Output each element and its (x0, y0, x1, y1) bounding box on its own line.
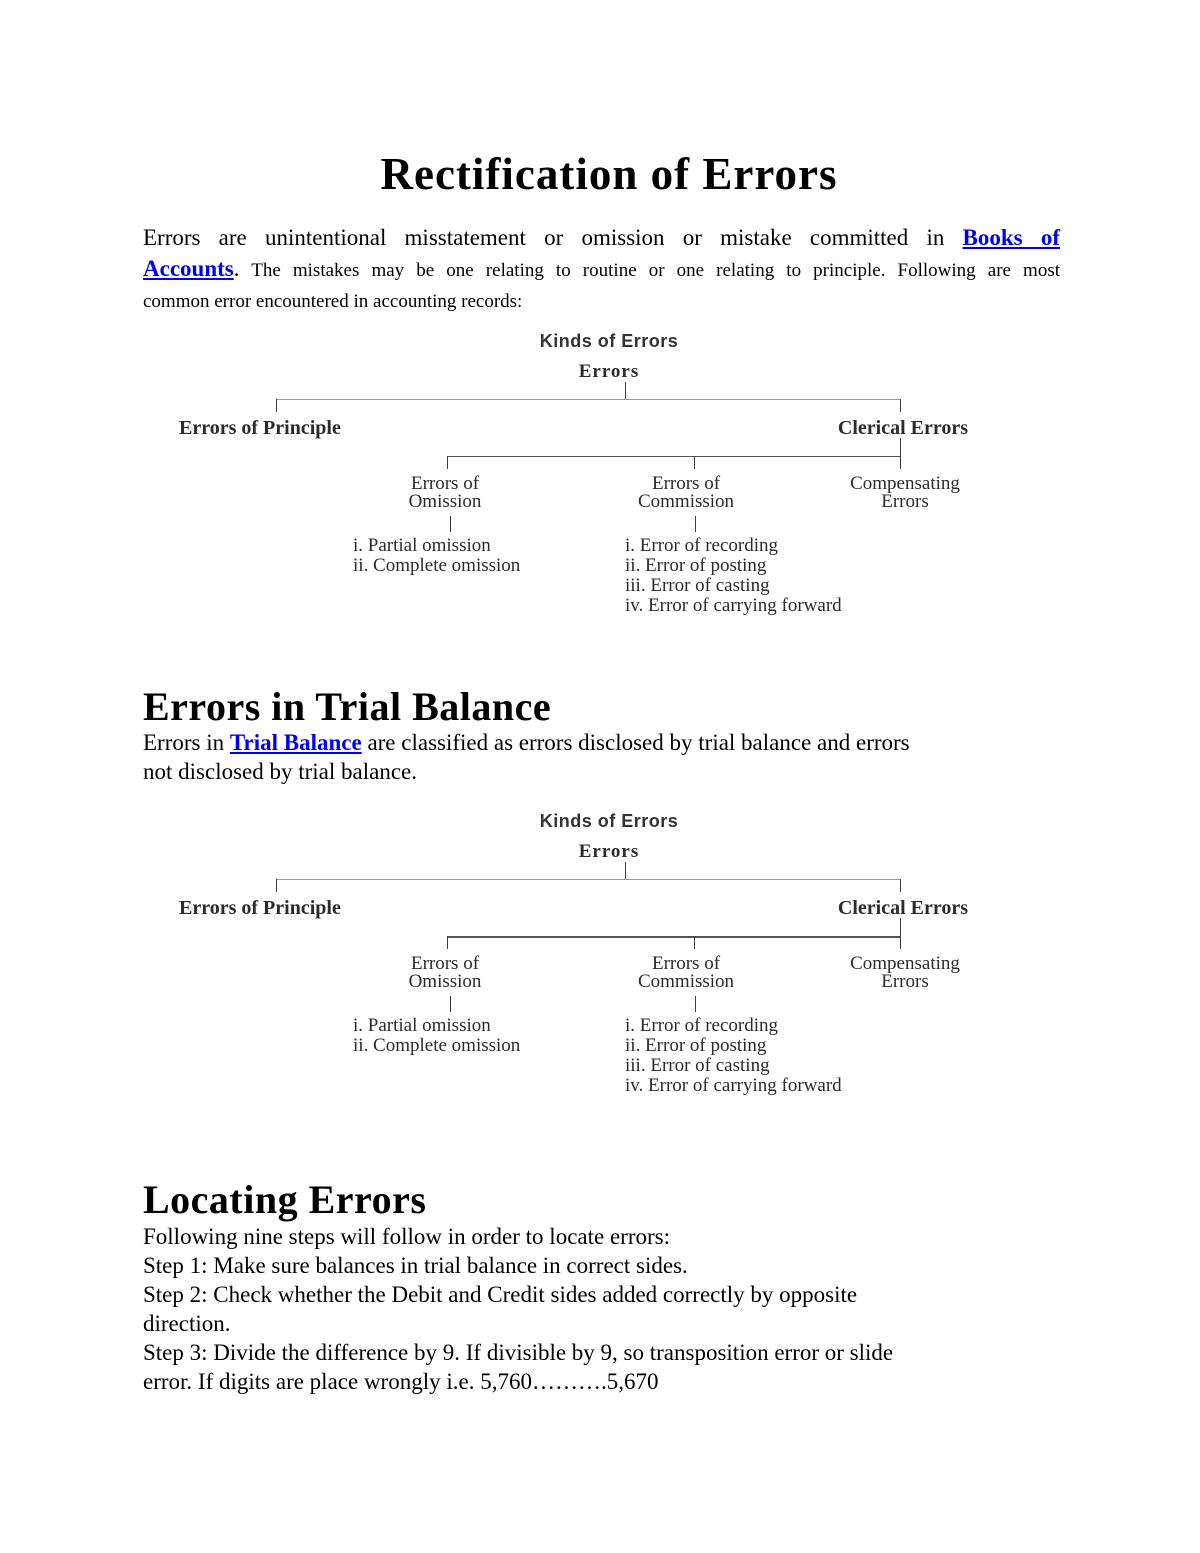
kinds-of-errors-diagram: Kinds of Errors Errors Errors of Princip… (0, 331, 1200, 621)
connector-level1-line (276, 399, 901, 400)
omission-list: i. Partial omission ii. Complete omissio… (353, 536, 520, 576)
connector-tick (900, 456, 901, 469)
node-clerical-errors: Clerical Errors (837, 897, 969, 919)
connector-tick (694, 456, 695, 469)
locating-errors-paragraph: Following nine steps will follow in orde… (143, 1222, 1153, 1396)
node-label-line: Compensating (850, 953, 960, 974)
connector-clerical-stem (900, 438, 901, 456)
connector-tick (900, 879, 901, 892)
connector-omission-stem (450, 996, 451, 1012)
node-errors-of-principle: Errors of Principle (179, 897, 341, 919)
connector-tick (447, 456, 448, 469)
trial-balance-link[interactable]: Trial Balance (229, 730, 362, 755)
connector-level2-line (447, 456, 901, 457)
list-item: ii. Error of posting (625, 555, 767, 576)
node-label-line: Errors (881, 491, 929, 512)
intro-paragraph: Errors are unintentional misstatement or… (143, 222, 1060, 317)
node-errors-of-commission: Errors of Commission (637, 953, 735, 992)
intro-line-3: common error encountered in accounting r… (143, 291, 523, 312)
node-label-line: Compensating (850, 473, 960, 494)
connector-root-stem (625, 382, 626, 399)
node-compensating-errors: Compensating Errors (850, 473, 960, 512)
connector-root-stem (625, 862, 626, 879)
connector-tick (694, 936, 695, 949)
intro-line-1-text: Errors are unintentional misstatement or… (143, 225, 963, 250)
list-item: iii. Error of casting (625, 1055, 770, 1076)
connector-commission-stem (695, 996, 696, 1012)
node-label-line: Errors of (410, 953, 480, 974)
list-item: iii. Error of casting (625, 575, 770, 596)
node-label-line: Commission (637, 491, 735, 512)
list-item: iv. Error of carrying forward (625, 595, 842, 616)
node-errors-of-omission: Errors of Omission (408, 473, 482, 512)
intro-line-2: Accounts. The mistakes may be one relati… (143, 253, 1060, 286)
trial-line-1-post: are classified as errors disclosed by tr… (361, 730, 910, 755)
node-compensating-errors: Compensating Errors (850, 953, 960, 992)
intro-line-1: Errors are unintentional misstatement or… (143, 222, 1060, 253)
connector-tick (447, 936, 448, 949)
diagram-root-node: Errors (578, 841, 640, 862)
node-errors-of-commission: Errors of Commission (637, 473, 735, 512)
kinds-of-errors-diagram: Kinds of Errors Errors Errors of Princip… (0, 811, 1200, 1101)
connector-level2-line (447, 936, 901, 938)
books-of-accounts-link[interactable]: Books of (962, 225, 1060, 250)
diagram-title: Kinds of Errors (539, 811, 679, 831)
trial-balance-paragraph: Errors in Trial Balance are classified a… (143, 728, 1143, 786)
locating-line-step-2: Step 2: Check whether the Debit and Cred… (143, 1282, 858, 1307)
page-title: Rectification of Errors (380, 149, 838, 199)
locating-line-step-1: Step 1: Make sure balances in trial bala… (143, 1253, 688, 1278)
diagram-title: Kinds of Errors (539, 331, 679, 351)
trial-line-2: not disclosed by trial balance. (143, 759, 418, 784)
list-item: ii. Complete omission (353, 555, 521, 576)
node-label-line: Omission (408, 491, 482, 512)
section-heading-locating-errors: Locating Errors (143, 1177, 427, 1222)
node-label-line: Errors of (651, 953, 721, 974)
intro-period: . (233, 256, 240, 281)
connector-tick (900, 399, 901, 412)
node-errors-of-omission: Errors of Omission (408, 953, 482, 992)
connector-level1-line (276, 879, 901, 880)
commission-list: i. Error of recording ii. Error of posti… (625, 1016, 842, 1096)
intro-line-2-text: The mistakes may be one relating to rout… (239, 260, 1060, 281)
list-item: i. Error of recording (625, 535, 778, 556)
trial-line-1: Errors in Trial Balance are classified a… (143, 728, 1143, 757)
node-label-line: Errors of (651, 473, 721, 494)
connector-clerical-stem (900, 918, 901, 936)
list-item: i. Partial omission (353, 535, 491, 556)
node-label-line: Omission (408, 971, 482, 992)
diagram-root-node: Errors (578, 361, 640, 382)
list-item: iv. Error of carrying forward (625, 1075, 842, 1096)
locating-line-step-3: Step 3: Divide the difference by 9. If d… (143, 1340, 894, 1365)
node-label-line: Errors of (410, 473, 480, 494)
books-of-accounts-link-continued[interactable]: Accounts (143, 256, 234, 281)
trial-line-1-pre: Errors in (143, 730, 230, 755)
list-item: i. Partial omission (353, 1015, 491, 1036)
connector-tick (276, 399, 277, 412)
list-item: ii. Error of posting (625, 1035, 767, 1056)
node-errors-of-principle: Errors of Principle (179, 417, 341, 439)
list-item: i. Error of recording (625, 1015, 778, 1036)
connector-tick (276, 879, 277, 892)
locating-line: error. If digits are place wrongly i.e. … (143, 1369, 659, 1394)
node-label-line: Errors (881, 971, 929, 992)
connector-tick (900, 936, 901, 949)
connector-commission-stem (695, 516, 696, 532)
node-label-line: Commission (637, 971, 735, 992)
section-heading-errors-in-trial-balance: Errors in Trial Balance (143, 684, 552, 729)
node-clerical-errors: Clerical Errors (837, 417, 969, 439)
omission-list: i. Partial omission ii. Complete omissio… (353, 1016, 520, 1056)
locating-line: direction. (143, 1311, 231, 1336)
commission-list: i. Error of recording ii. Error of posti… (625, 536, 842, 616)
connector-omission-stem (450, 516, 451, 532)
list-item: ii. Complete omission (353, 1035, 521, 1056)
locating-line: Following nine steps will follow in orde… (143, 1224, 670, 1249)
